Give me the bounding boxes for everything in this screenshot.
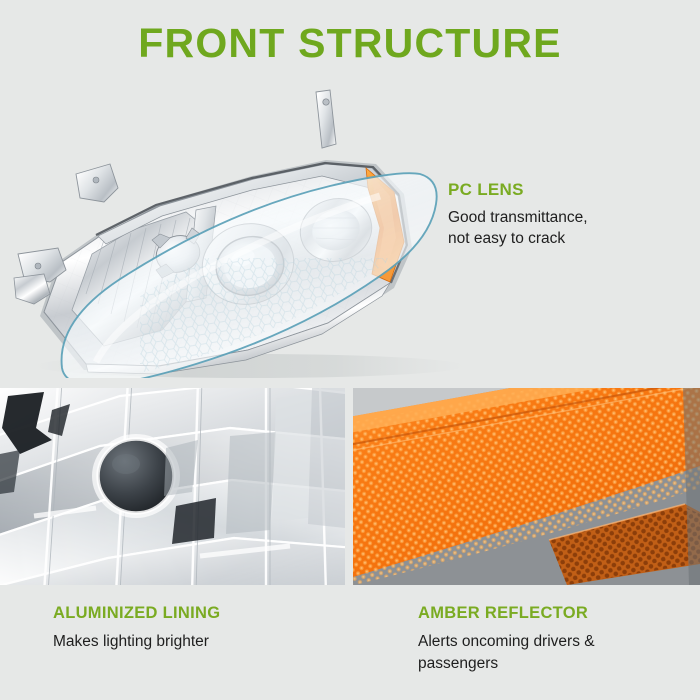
caption-aluminized-lining: ALUMINIZED LINING Makes lighting brighte… (53, 604, 343, 653)
caption-amber-reflector: AMBER REFLECTOR Alerts oncoming drivers … (418, 604, 688, 675)
callout-body-line-2: not easy to crack (448, 230, 566, 248)
caption-title-aluminized-lining: ALUMINIZED LINING (53, 604, 221, 622)
amber-reflector-photo (353, 388, 700, 585)
callout-body-line-1: Good transmittance, (448, 209, 588, 226)
caption-title-amber-reflector: AMBER REFLECTOR (418, 604, 589, 622)
callout-pc-lens: PC LENS Good transmittance, not easy to … (448, 180, 678, 250)
photo-panels (0, 388, 700, 585)
hero-product-image (0, 78, 700, 378)
photo-aluminized-lining (0, 388, 345, 585)
photo-amber-reflector (353, 388, 700, 585)
caption-body-amber-reflector: Alerts oncoming drivers & passengers (418, 631, 688, 675)
caption-body-aluminized-lining: Makes lighting brighter (53, 631, 343, 653)
chrome-reflector-photo (0, 388, 345, 585)
mounting-tabs (13, 89, 337, 305)
page-title: FRONT STRUCTURE (138, 20, 562, 66)
headlight-assembly-illustration (13, 89, 465, 378)
caption-body-line-1: Alerts oncoming drivers & (418, 633, 595, 650)
caption-body-line-2: passengers (418, 655, 499, 672)
bulb-aperture (92, 434, 180, 518)
callout-title-pc-lens: PC LENS (448, 180, 524, 199)
callout-body-pc-lens: Good transmittance, not easy to crack (448, 207, 678, 250)
caption-body-line-1: Makes lighting brighter (53, 633, 209, 650)
